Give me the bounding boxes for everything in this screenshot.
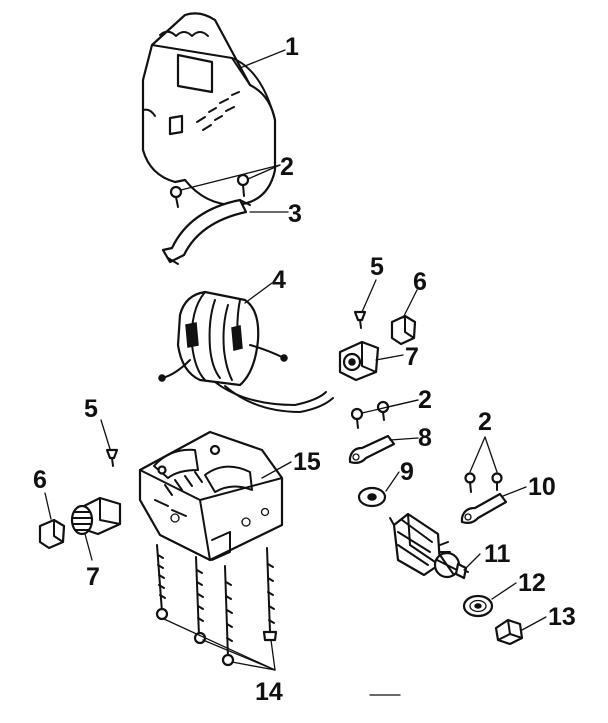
motor-housing-cover — [141, 12, 277, 207]
callout-2-right: 2 — [478, 408, 492, 436]
gear-housing — [138, 430, 284, 562]
screws-right — [464, 472, 503, 493]
callout-11: 11 — [484, 540, 511, 568]
callout-13: 13 — [548, 603, 576, 631]
cord-clamp — [460, 492, 508, 524]
carbon-brush-right — [390, 314, 417, 346]
small-bracket — [348, 434, 396, 464]
bearing — [462, 594, 494, 618]
screw-right — [353, 310, 367, 329]
callout-1: 1 — [285, 33, 299, 61]
callout-5-right: 5 — [370, 253, 384, 281]
callout-4: 4 — [272, 266, 286, 294]
nut — [494, 618, 524, 646]
washer — [357, 486, 387, 508]
callout-15: 15 — [293, 448, 321, 476]
screw-left — [105, 448, 119, 467]
callout-2-middle: 2 — [418, 386, 432, 414]
carbon-brush-left — [38, 518, 66, 550]
armature — [389, 512, 469, 580]
callout-6-left: 6 — [33, 466, 47, 494]
brush-holder-left — [70, 496, 122, 536]
leader-lines — [44, 49, 547, 696]
callout-2-top: 2 — [280, 153, 294, 181]
screws-middle — [350, 400, 390, 429]
callout-10: 10 — [528, 473, 556, 501]
callout-14: 14 — [255, 678, 283, 706]
field-stator-coil — [158, 290, 334, 413]
screws-top — [169, 173, 250, 208]
callout-5-left: 5 — [84, 395, 98, 423]
brush-holder-right — [338, 340, 380, 382]
callout-8: 8 — [418, 424, 432, 452]
callout-12: 12 — [518, 569, 546, 597]
callout-numbers: 1 2 3 4 5 6 7 2 8 2 9 10 5 6 7 15 11 12 … — [33, 33, 576, 706]
callout-9: 9 — [400, 458, 414, 486]
long-screws — [155, 544, 278, 667]
callout-6-right: 6 — [413, 268, 427, 296]
bracket-strap — [161, 198, 251, 265]
callout-7-left: 7 — [86, 563, 100, 591]
callout-3: 3 — [288, 200, 302, 228]
callout-7-right: 7 — [405, 343, 419, 371]
